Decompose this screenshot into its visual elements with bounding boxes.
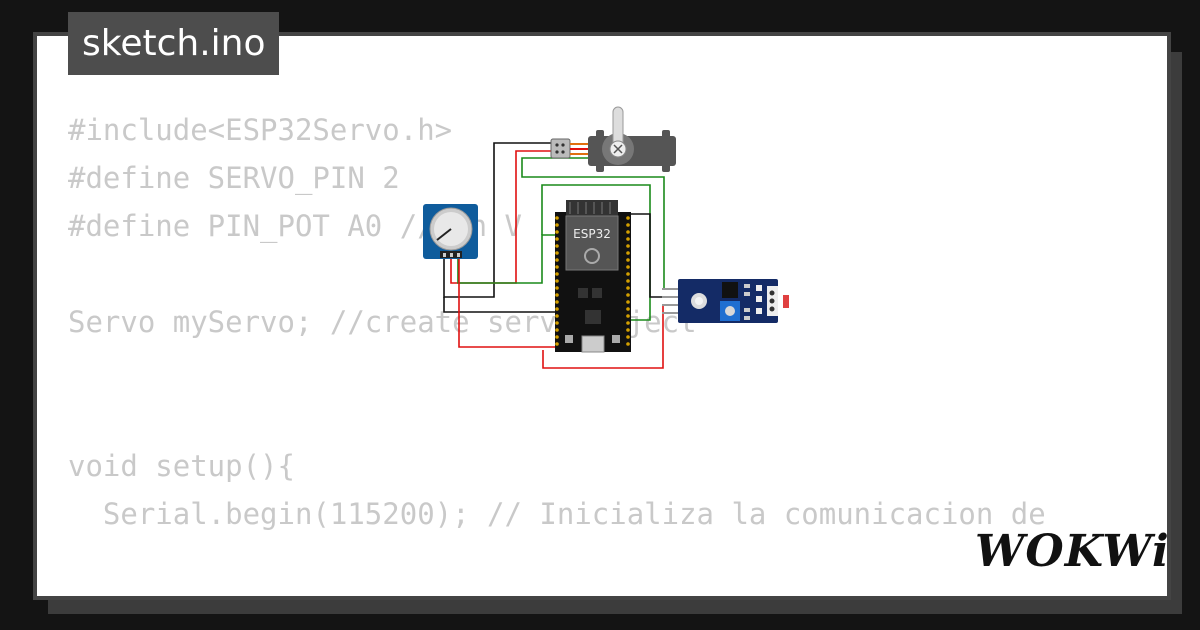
wire-green-pot-esp xyxy=(457,234,556,284)
file-name-tab: sketch.ino xyxy=(68,12,280,75)
wire-green-esp-sensor xyxy=(541,184,651,321)
ldr-sensor-module-icon[interactable] xyxy=(662,279,789,323)
code-line-9: Serial.begin(115200); // Inicializa la c… xyxy=(68,497,1046,531)
wokwi-logo: WOKWi xyxy=(975,526,1170,577)
code-editor: #include<ESP32Servo.h> #define SERVO_PIN … xyxy=(68,106,1063,596)
esp32-board-label: ESP32 xyxy=(573,227,611,241)
wire-black-esp-right xyxy=(630,213,680,298)
code-line-1: #include<ESP32Servo.h> xyxy=(68,113,453,147)
code-line-2: #define SERVO_PIN 2 xyxy=(68,161,400,195)
esp32-board-icon[interactable]: ESP32 xyxy=(555,200,631,353)
wire-red-pot-esp xyxy=(458,258,556,348)
potentiometer-icon[interactable] xyxy=(423,204,478,259)
servo-icon[interactable] xyxy=(550,106,676,172)
wire-black-esp-sensor xyxy=(443,297,556,313)
wire-black-pot-servo xyxy=(443,142,552,298)
code-line-11: myServo.attach(SERVO_PIN); // Adjunta el… xyxy=(68,586,1063,596)
code-line-8: void setup(){ xyxy=(68,449,295,483)
